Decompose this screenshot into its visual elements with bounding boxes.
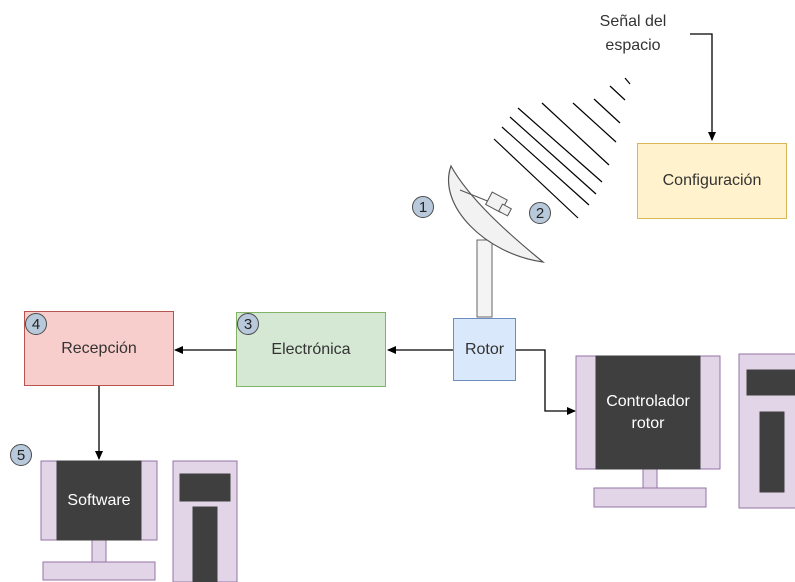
antenna-mast <box>477 240 492 317</box>
software-screen-label: Software <box>57 461 141 540</box>
controlador-label-line2: rotor <box>632 413 665 435</box>
rotor-node: Rotor <box>453 318 516 381</box>
badge-1: 1 <box>412 196 434 218</box>
badge-4: 4 <box>25 313 47 335</box>
signal-label-line1: Señal del <box>578 10 688 34</box>
signal-label: Señal del espacio <box>578 10 688 58</box>
signal-waves <box>494 78 630 218</box>
rotor-to-controlador-arrow <box>516 350 575 411</box>
controlador-label-line1: Controlador <box>606 391 690 413</box>
configuracion-node: Configuración <box>637 143 787 219</box>
controlador-screen-label: Controlador rotor <box>596 356 700 469</box>
signal-label-line2: espacio <box>578 34 688 58</box>
badge-3: 3 <box>237 313 259 335</box>
signal-to-config-arrow <box>690 34 712 140</box>
badge-2: 2 <box>529 202 551 224</box>
badge-5: 5 <box>10 444 32 466</box>
